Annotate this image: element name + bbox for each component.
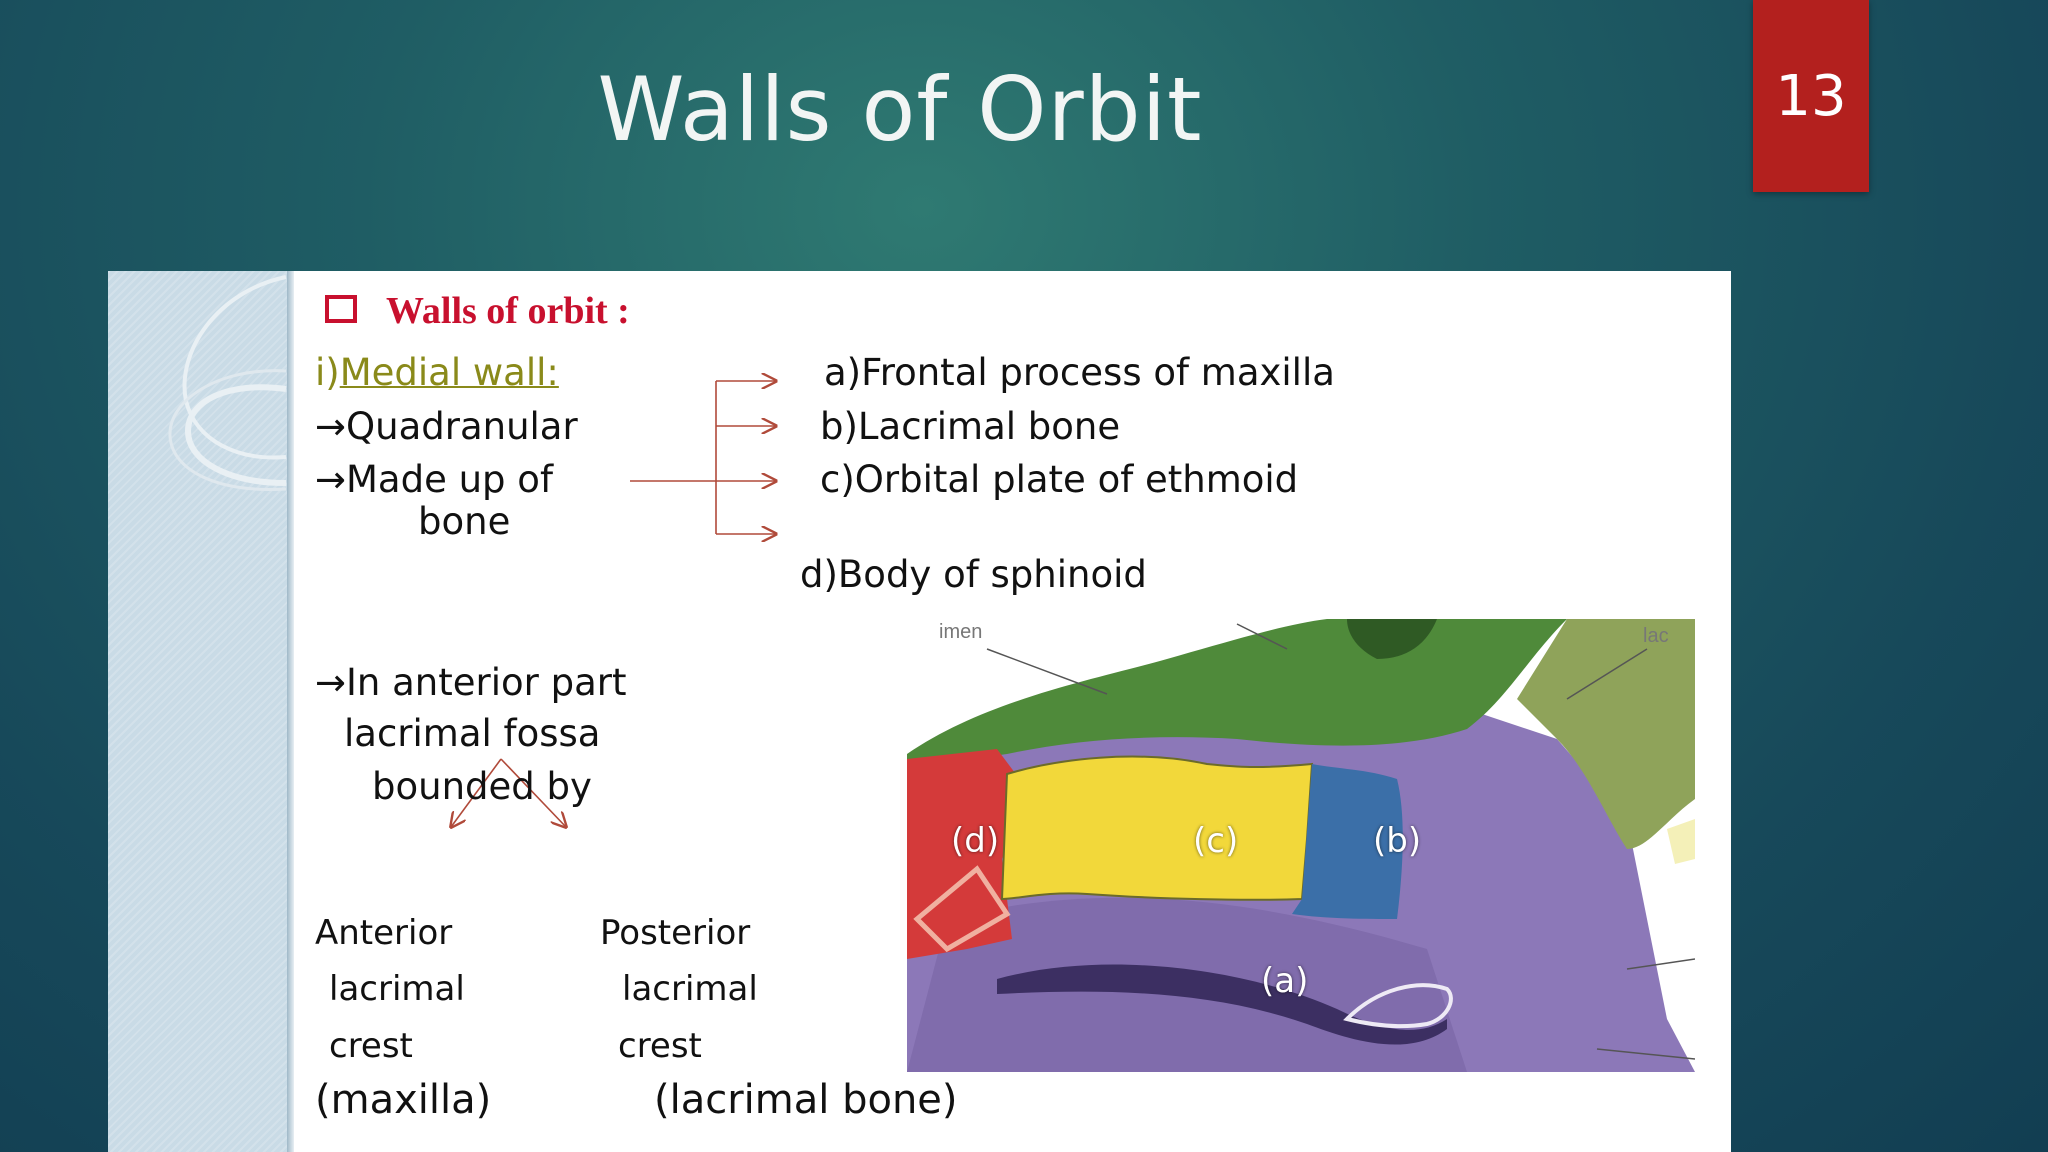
medial-title: Medial wall:: [339, 351, 559, 394]
orbit-medial-wall-diagram: imen lac (d) (c) (b) (a): [907, 619, 1695, 1072]
page-number-badge: 13: [1753, 0, 1869, 192]
anterior-crest-line3: crest: [329, 1026, 413, 1066]
page-number: 13: [1775, 63, 1847, 129]
medial-prefix: i): [315, 351, 340, 394]
posterior-crest-bone: (lacrimal bone): [654, 1077, 958, 1123]
foramen-outline: [1343, 983, 1453, 1029]
pale-patch: [1667, 819, 1695, 864]
bone-item-c: c)Orbital plate of ethmoid: [820, 458, 1299, 501]
decorative-rings: [168, 275, 287, 491]
slide-content-image: Walls of orbit : i)Medial wall: →Quadran…: [108, 271, 1731, 1152]
band-edge: [287, 271, 294, 1152]
blue-region: [1292, 764, 1403, 919]
anterior-part-line3: bounded by: [372, 765, 592, 808]
orbit-diagram-svg: [907, 619, 1695, 1072]
content-heading: Walls of orbit :: [386, 290, 630, 332]
bracket-arrows: [108, 271, 908, 871]
posterior-crest-line2: lacrimal: [622, 969, 758, 1009]
olive-region: [1517, 619, 1695, 849]
red-region: [907, 749, 1027, 959]
slide-title: Walls of Orbit: [597, 58, 1203, 161]
faded-label-imen: imen: [939, 621, 983, 643]
decorative-left-band: [108, 271, 287, 1152]
point-quadranular: →Quadranular: [315, 405, 578, 448]
posterior-crest-line3: crest: [618, 1026, 702, 1066]
green-dark-region: [1347, 619, 1437, 659]
posterior-crest-line1: Posterior: [600, 913, 751, 953]
diagram-label-d: (d): [951, 821, 1000, 861]
bone-item-a: a)Frontal process of maxilla: [824, 351, 1335, 394]
green-region: [907, 619, 1567, 769]
checkbox-bullet-icon: [325, 295, 357, 323]
bone-item-b: b)Lacrimal bone: [820, 405, 1121, 448]
diagram-label-c: (c): [1193, 821, 1239, 861]
anterior-part-line1: →In anterior part: [315, 661, 627, 704]
point-made-up-of: →Made up of: [315, 458, 553, 501]
bone-item-d: d)Body of sphinoid: [800, 553, 1147, 596]
diagram-label-b: (b): [1373, 821, 1422, 861]
anterior-part-line2: lacrimal fossa: [344, 712, 601, 755]
dark-crevice: [997, 964, 1447, 1045]
medial-wall-label: i)Medial wall:: [315, 351, 559, 394]
anterior-crest-bone: (maxilla): [315, 1077, 492, 1123]
point-bone: bone: [418, 500, 511, 543]
anterior-crest-line1: Anterior: [315, 913, 453, 953]
red-outline: [913, 865, 1011, 953]
faded-label-lac: lac: [1643, 625, 1669, 647]
anterior-crest-line2: lacrimal: [329, 969, 465, 1009]
diagram-label-a: (a): [1261, 961, 1309, 1001]
yellow-region: [1000, 755, 1314, 901]
